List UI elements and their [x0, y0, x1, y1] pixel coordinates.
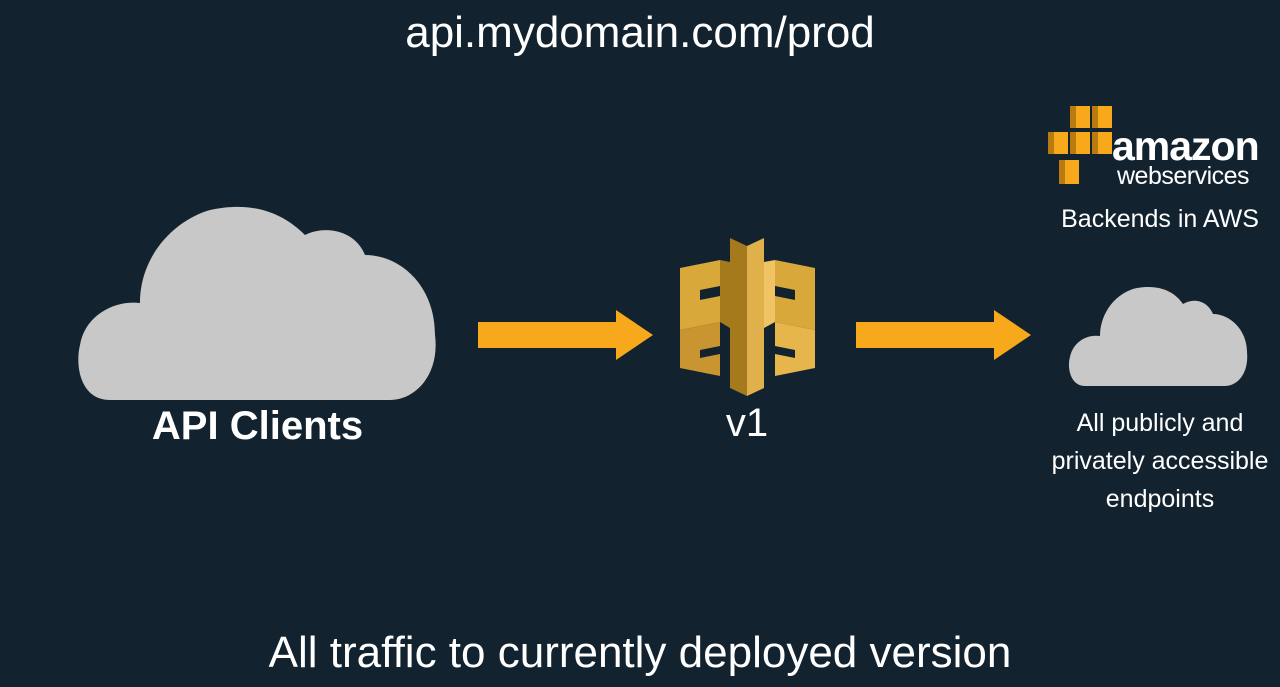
backends-label: Backends in AWS [1061, 205, 1259, 233]
aws-logo-subword: webservices [1117, 162, 1250, 190]
endpoint-title: api.mydomain.com/prod [405, 8, 875, 57]
footer-caption: All traffic to currently deployed versio… [268, 628, 1012, 677]
backend-cloud-icon [1068, 286, 1248, 386]
api-gateway-icon [680, 238, 815, 396]
arrow-right-icon [856, 310, 1031, 360]
endpoints-label: All publicly and privately accessible en… [1051, 409, 1269, 513]
aws-logo-icon [1048, 106, 1112, 184]
aws-logo-word: amazon [1112, 123, 1260, 169]
arrow-right-icon [478, 310, 653, 360]
clients-label: API Clients [151, 404, 364, 448]
version-label: v1 [725, 401, 769, 445]
clients-cloud-icon [78, 206, 436, 400]
